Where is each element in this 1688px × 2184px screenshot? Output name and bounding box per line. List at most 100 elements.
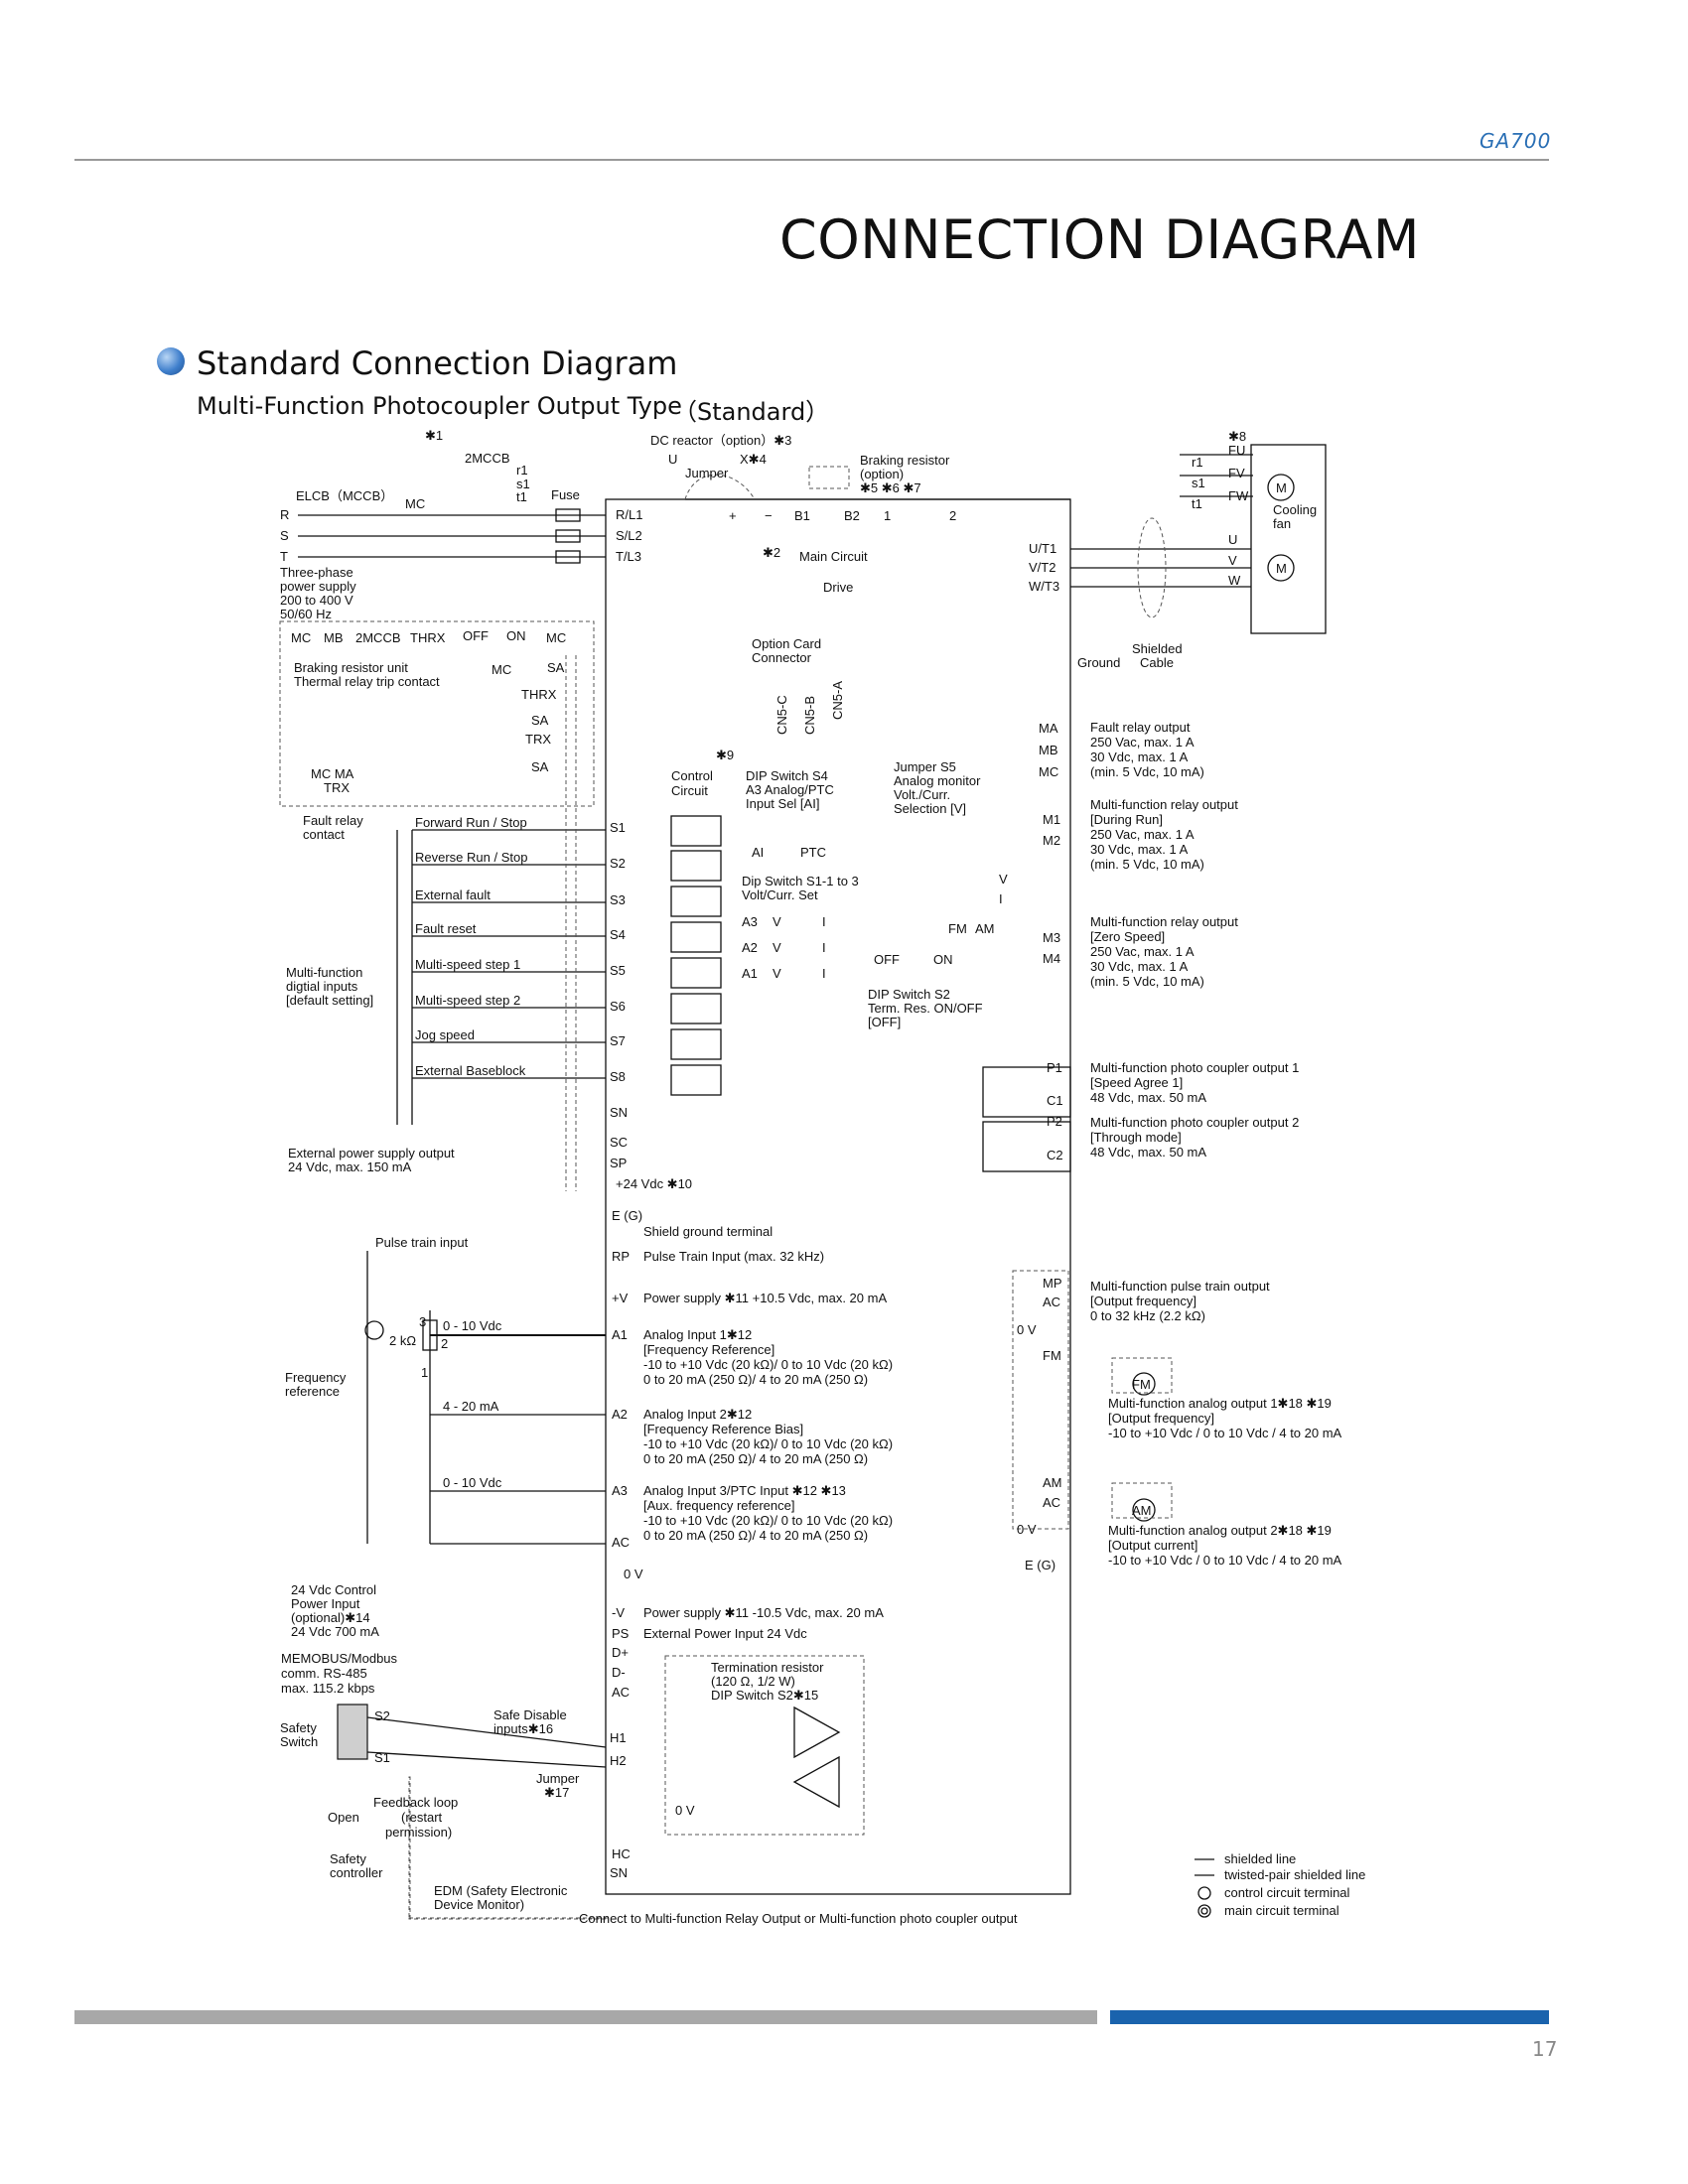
jumper-fm-label: FM	[948, 921, 967, 936]
fan-t1-label: t1	[1192, 496, 1202, 511]
dip-s2-label-3: [OFF]	[868, 1015, 901, 1029]
mb-label: MB	[1039, 743, 1058, 757]
note1-label: ✱1	[425, 428, 443, 443]
dip-a3-label: A3	[742, 914, 758, 929]
dip-a1-i-label: I	[822, 966, 826, 981]
fv-label: FV	[1228, 466, 1245, 480]
control-circuit-label-2: Circuit	[671, 783, 708, 798]
control-power-label-4: 24 Vdc 700 mA	[291, 1624, 379, 1639]
terminal-ac3-label: AC	[1043, 1495, 1060, 1510]
main-circuit-label: Main Circuit	[799, 549, 868, 564]
trx-label-2: TRX	[324, 780, 350, 795]
ai2-label-4: 0 to 20 mA (250 Ω)/ 4 to 20 mA (250 Ω)	[643, 1451, 868, 1466]
t-label: T	[280, 549, 288, 564]
thr-mc-label: MC	[291, 630, 311, 645]
one-label: 1	[884, 508, 891, 523]
term-res-label-1: Termination resistor	[711, 1660, 824, 1675]
offon-off-label: OFF	[874, 952, 900, 967]
term-res-label-3: DIP Switch S2✱15	[711, 1688, 818, 1703]
cooling-label-1: Cooling	[1273, 502, 1317, 517]
diagram-labels: ✱1 2MCCB r1 s1 t1 ELCB（MCCB） MC Fuse R S…	[280, 428, 1365, 1926]
pot-1-label: 1	[421, 1365, 428, 1380]
legend-control-label: control circuit terminal	[1224, 1885, 1350, 1900]
mc2-label: MC	[1039, 764, 1058, 779]
frequency-label-1: Frequency	[285, 1370, 347, 1385]
terminal-p2-label: P2	[1047, 1114, 1062, 1129]
motor-u-label: U	[1228, 532, 1237, 547]
jumper-am-label: AM	[975, 921, 995, 936]
mcma-label: MC MA	[311, 766, 354, 781]
section-bullet-icon	[157, 347, 185, 375]
ai3-label-1: Analog Input 3/PTC Input ✱12 ✱13	[643, 1483, 846, 1498]
terminal-ac-label: AC	[612, 1535, 630, 1550]
safety-switch-label-2: Switch	[280, 1734, 318, 1749]
terminal-a2-label: A2	[612, 1407, 628, 1422]
dip-s4-label-2: A3 Analog/PTC	[746, 782, 834, 797]
sl2-label: S/L2	[616, 528, 642, 543]
rl1-label: R/L1	[616, 507, 642, 522]
pulse-out-label-3: 0 to 32 kHz (2.2 kΩ)	[1090, 1308, 1205, 1323]
mfi-label-3: [default setting]	[286, 993, 373, 1008]
safety-s2-label: S2	[374, 1708, 390, 1723]
motor-w-label: W	[1228, 573, 1241, 588]
input-bb-label: External Baseblock	[415, 1063, 526, 1078]
section-heading: Standard Connection Diagram	[197, 344, 678, 382]
elcb-label: ELCB（MCCB）	[296, 488, 393, 503]
analog-out1-label-1: Multi-function analog output 1✱18 ✱19	[1108, 1396, 1332, 1411]
photocoupler-label-1: Multi-function photo coupler output 1	[1090, 1060, 1299, 1075]
photocoupler-label-4: Multi-function photo coupler output 2	[1090, 1115, 1299, 1130]
off-label: OFF	[463, 628, 489, 643]
mf-relay-label-8: 250 Vac, max. 1 A	[1090, 944, 1195, 959]
terminal-sn2-label: SN	[610, 1865, 628, 1880]
ai2-label-2: [Frequency Reference Bias]	[643, 1422, 803, 1436]
terminal-fm-label: FM	[1043, 1348, 1061, 1363]
sa-label-1: SA	[547, 660, 565, 675]
mf-relay-label-2: [During Run]	[1090, 812, 1163, 827]
range-010b-label: 0 - 10 Vdc	[443, 1475, 502, 1490]
memobus-label-1: MEMOBUS/Modbus	[281, 1651, 398, 1666]
thrx-label-2: THRX	[521, 687, 557, 702]
fault-relay-label-1: Fault relay output	[1090, 720, 1191, 735]
r-label: R	[280, 507, 289, 522]
terminal-ps-label: PS	[612, 1626, 630, 1641]
cn5c-label: CN5-C	[774, 695, 789, 735]
dip-s2-label-2: Term. Res. ON/OFF	[868, 1001, 983, 1016]
terminal-s2-label: S2	[610, 856, 626, 871]
safety-s1-label: S1	[374, 1750, 390, 1765]
r1-label: r1	[516, 463, 528, 478]
input-reverse-label: Reverse Run / Stop	[415, 850, 527, 865]
analog-out2-label-1: Multi-function analog output 2✱18 ✱19	[1108, 1523, 1332, 1538]
fault-relay-label-2: 250 Vac, max. 1 A	[1090, 735, 1195, 750]
fu-label: FU	[1228, 443, 1245, 458]
terminal-c2-label: C2	[1047, 1148, 1063, 1162]
terminal-ac4-label: AC	[612, 1685, 630, 1700]
photocoupler-label-6: 48 Vdc, max. 50 mA	[1090, 1145, 1206, 1160]
terminal-a1-label: A1	[612, 1327, 628, 1342]
page-title: CONNECTION DIAGRAM	[779, 208, 1421, 271]
header-rule	[74, 159, 1549, 161]
terminal-s4-label: S4	[610, 927, 626, 942]
jumper-i-label: I	[999, 891, 1003, 906]
pot-2-label: 2	[441, 1336, 448, 1351]
input-forward-label: Forward Run / Stop	[415, 815, 527, 830]
open-label: Open	[328, 1810, 359, 1825]
thr-mc3-label: MC	[492, 662, 511, 677]
connect-note-label: Connect to Multi-function Relay Output o…	[579, 1911, 1018, 1926]
ptc-label: PTC	[800, 845, 826, 860]
dip-a1-v-label: V	[773, 966, 781, 981]
safe-disable-label-2: inputs✱16	[493, 1721, 553, 1736]
analog-out2-label-2: [Output current]	[1108, 1538, 1197, 1553]
minus-label: −	[765, 508, 773, 523]
range-010a-label: 0 - 10 Vdc	[443, 1318, 502, 1333]
pulse-train-input-label: Pulse Train Input (max. 32 kHz)	[643, 1249, 824, 1264]
ext-ps-label-2: 24 Vdc, max. 150 mA	[288, 1160, 412, 1174]
cn5b-label: CN5-B	[802, 696, 817, 735]
note2-label: ✱2	[763, 545, 780, 560]
terminal-p1-label: P1	[1047, 1060, 1062, 1075]
terminal-s6-label: S6	[610, 999, 626, 1014]
supply-label-4: 50/60 Hz	[280, 607, 332, 621]
zero-v3-label: 0 V	[1017, 1522, 1037, 1537]
fm-meter-label: FM	[1132, 1377, 1151, 1392]
control-circuit-label-1: Control	[671, 768, 713, 783]
pulse-in-label: Pulse train input	[375, 1235, 469, 1250]
